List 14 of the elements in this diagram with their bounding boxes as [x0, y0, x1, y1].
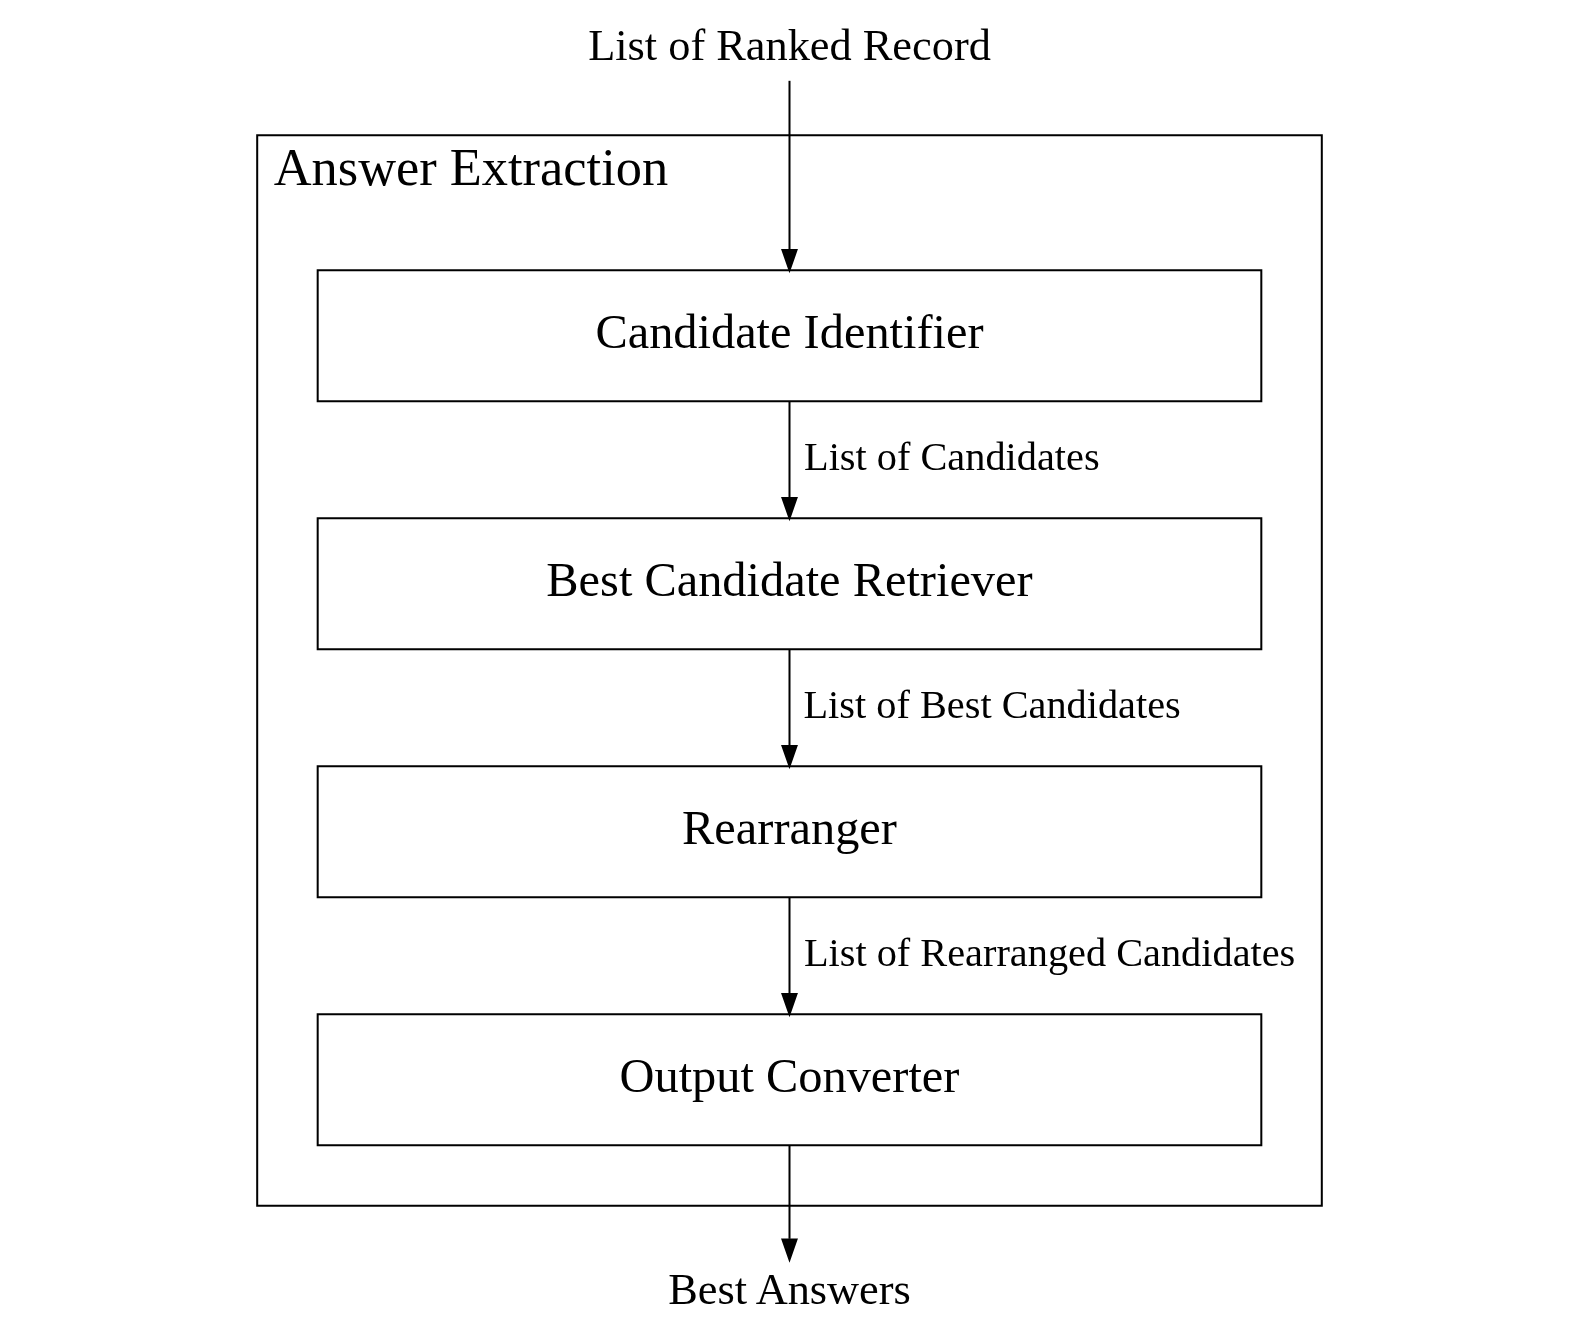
node-box: Candidate Identifier	[316, 269, 1263, 403]
arrow	[781, 897, 798, 1018]
node-text: Best Answers	[668, 1263, 911, 1314]
arrow	[781, 80, 798, 274]
node-text: List of Ranked Record	[588, 19, 991, 70]
arrow	[781, 649, 798, 770]
edge-label: List of Candidates	[804, 433, 1100, 479]
edge-label: List of Rearranged Candidates	[803, 929, 1296, 975]
node-box: Rearranger	[316, 765, 1263, 899]
node-box: Best Candidate Retriever	[316, 517, 1263, 651]
edge-label: List of Best Candidates	[803, 681, 1181, 727]
arrow	[781, 1145, 798, 1263]
node-box: Output Converter	[316, 1013, 1263, 1147]
arrow	[781, 401, 798, 522]
